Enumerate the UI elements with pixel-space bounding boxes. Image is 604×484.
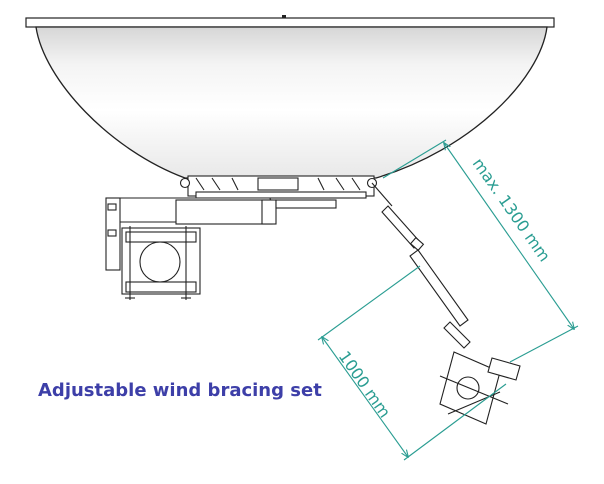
strut-clamp <box>439 351 521 425</box>
wind-brace-strut <box>371 182 471 349</box>
caption-title: Adjustable wind bracing set <box>38 380 322 401</box>
dimension-short-label: 1000 mm <box>335 347 395 421</box>
dimension-long <box>382 139 579 363</box>
mounting-ring <box>179 175 378 199</box>
dish-reflector <box>25 15 555 179</box>
dimension-long-label: max. 1300 mm <box>469 154 555 265</box>
mast-bracket <box>105 197 337 271</box>
mast-clamp <box>121 226 201 300</box>
dimension-short <box>317 265 507 461</box>
